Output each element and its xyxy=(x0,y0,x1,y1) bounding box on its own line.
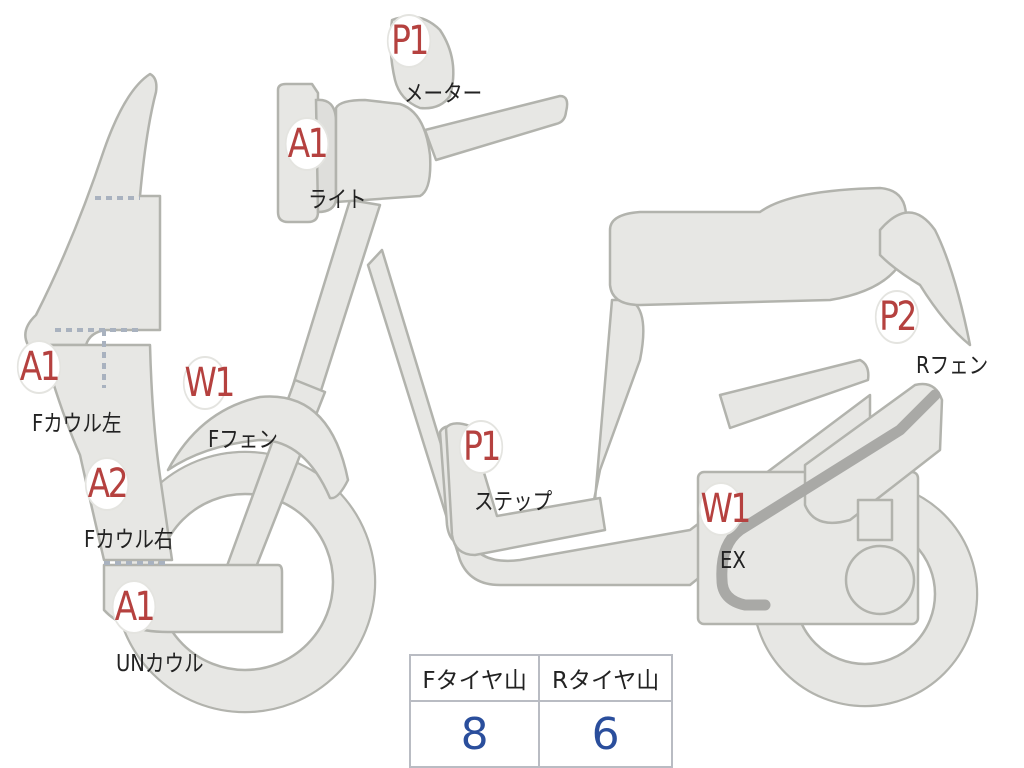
grade-badge-light: A1 xyxy=(284,117,330,171)
part-label-f-cowl-right: Fカウル右 xyxy=(84,527,174,553)
part-label-exhaust: EX xyxy=(720,548,746,574)
handlebar xyxy=(423,94,569,162)
grade-badge-r-fender: P2 xyxy=(874,290,920,344)
grade-badge-f-fender: W1 xyxy=(182,356,235,410)
grade-badge-exhaust: W1 xyxy=(698,482,751,536)
seam-lines xyxy=(55,196,170,565)
rear-tread-header: Rタイヤ山 xyxy=(538,654,673,702)
shock-rod xyxy=(856,498,894,542)
tire-tread-table: Fタイヤ山 Rタイヤ山 8 6 xyxy=(408,654,673,768)
engine-hub xyxy=(844,544,916,616)
part-label-f-cowl-left: Fカウル左 xyxy=(32,411,122,437)
rear-cowl xyxy=(878,211,972,347)
front-cowl-upper xyxy=(24,72,162,347)
rear-tread-value: 6 xyxy=(538,700,673,768)
handlebar-cover xyxy=(334,98,432,204)
front-cowl-lower xyxy=(40,343,174,562)
part-label-f-fender: Fフェン xyxy=(208,427,278,453)
front-tread-header: Fタイヤ山 xyxy=(408,654,541,702)
step-panel xyxy=(444,422,607,557)
grade-badge-step: P1 xyxy=(458,420,504,474)
front-tread-value: 8 xyxy=(408,700,541,768)
seat xyxy=(608,186,908,307)
front-fender xyxy=(166,395,350,500)
tire-tread-header-row: Fタイヤ山 Rタイヤ山 xyxy=(408,654,673,702)
part-label-r-fender: Rフェン xyxy=(916,353,989,379)
part-label-under-cowl: UNカウル xyxy=(116,651,204,677)
swingarm xyxy=(718,358,870,430)
grade-badge-meter: P1 xyxy=(386,14,432,68)
exhaust-pipe xyxy=(716,389,941,611)
steering-column xyxy=(288,198,382,402)
part-label-step: ステップ xyxy=(474,489,553,515)
grade-badge-f-cowl-left: A1 xyxy=(16,340,62,394)
grade-badge-under-cowl: A1 xyxy=(111,580,157,634)
grade-badge-f-cowl-right: A2 xyxy=(84,457,130,511)
tire-tread-value-row: 8 6 xyxy=(408,700,673,768)
part-label-light: ライト xyxy=(308,187,367,213)
part-label-meter: メーター xyxy=(404,81,483,107)
